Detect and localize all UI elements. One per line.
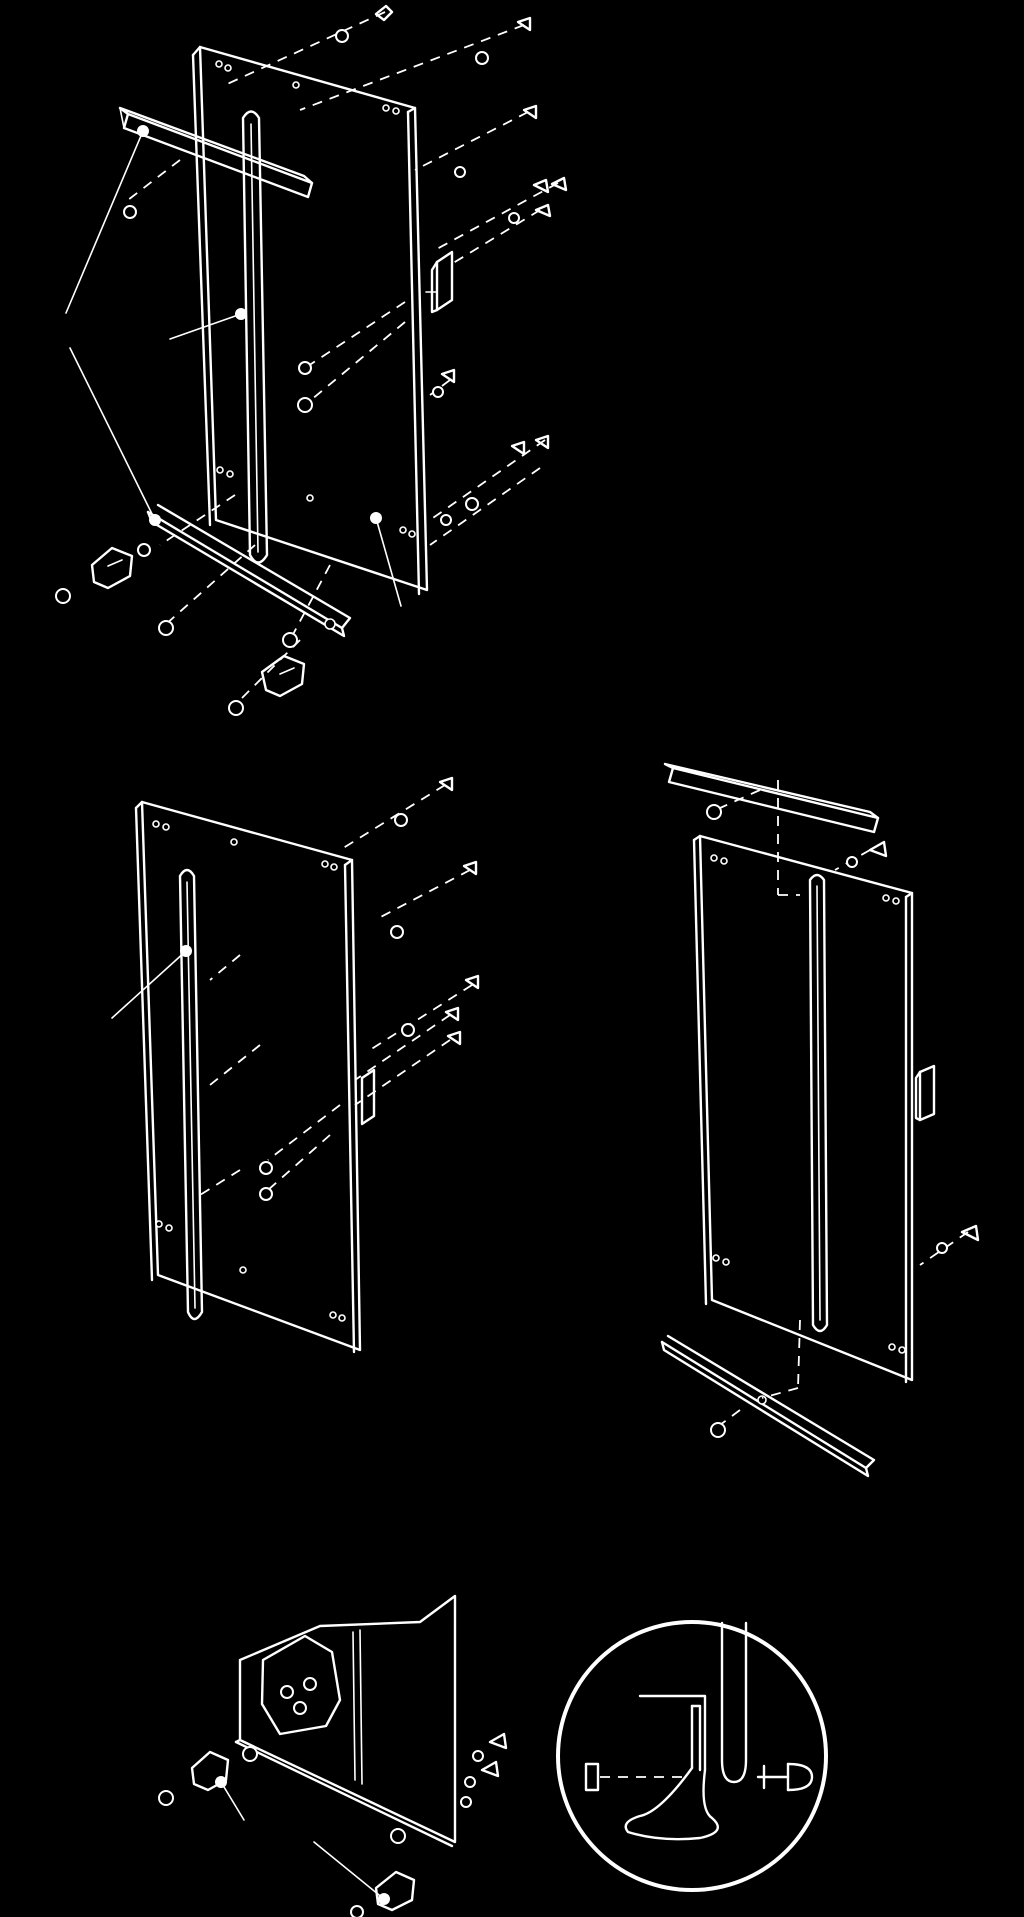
- foot-bracket-right: [313, 1828, 416, 1917]
- bottom-angle-bar: [660, 1334, 876, 1478]
- fastener-lines: [199, 784, 473, 1196]
- joint-section-detail-circle: [556, 1620, 828, 1892]
- foot-bracket-left: [90, 546, 134, 590]
- top-angle-bar: [663, 762, 880, 834]
- foot-bracket-right: [260, 654, 306, 698]
- fastener-lines: [127, 11, 559, 701]
- fastener-lines: [719, 780, 969, 1426]
- side-bracket: [425, 250, 454, 314]
- panel-assembly-middle-right: [660, 762, 980, 1478]
- leader-lines: [111, 945, 192, 1019]
- panel-assembly-middle-left: [111, 776, 480, 1354]
- main-panel: [191, 45, 429, 596]
- main-panel: [134, 800, 362, 1354]
- side-bracket: [360, 1068, 376, 1126]
- vertical-rail: [808, 873, 829, 1333]
- panel-section: [234, 1594, 457, 1848]
- leader-lines: [65, 125, 402, 607]
- bolts: [460, 1732, 508, 1808]
- foot-bracket-left: [158, 1746, 258, 1821]
- hardware: [259, 776, 480, 1201]
- hardware: [706, 804, 980, 1438]
- section-profile: [624, 1621, 748, 1841]
- hex-callout: [260, 1634, 342, 1736]
- top-angle-bar: [118, 106, 314, 199]
- panel-assembly-top-exploded: [55, 4, 568, 716]
- corner-bracket-detail: [158, 1594, 508, 1917]
- bolt-section: [584, 1762, 814, 1792]
- hardware: [55, 4, 568, 716]
- main-panel: [692, 834, 914, 1384]
- side-bracket: [914, 1064, 936, 1122]
- vertical-rail: [178, 868, 204, 1321]
